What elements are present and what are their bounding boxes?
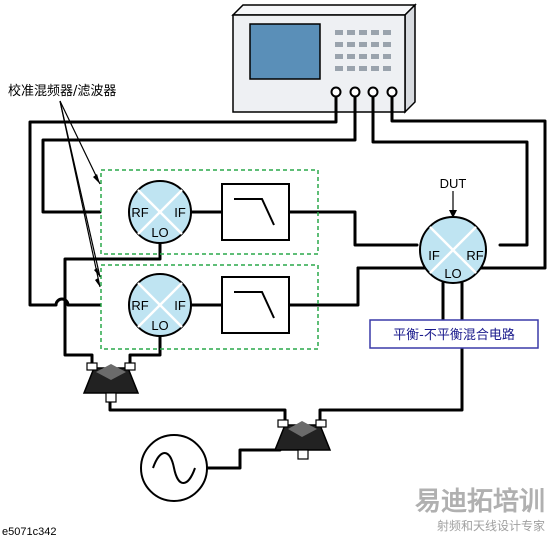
dut-label: DUT <box>440 176 467 191</box>
watermark-sub: 射频和天线设计专家 <box>437 518 545 533</box>
cable-source <box>205 448 282 470</box>
analyzer-top-face <box>231 4 417 16</box>
cable-port4 <box>356 95 547 270</box>
dut-lo-label: LO <box>444 266 461 281</box>
calibration-mixer-label: 校准混频器/滤波器 <box>8 83 116 99</box>
port-4-icon <box>386 86 398 98</box>
dut-rf-label: RF <box>466 248 483 263</box>
guide-box-1 <box>100 169 319 255</box>
cable-mixer1-lo <box>63 241 162 370</box>
cable-mixer2-lo <box>128 335 162 370</box>
port-2-icon <box>349 86 361 98</box>
analyzer-screen <box>249 23 321 80</box>
analyzer-side-face <box>404 3 416 114</box>
watermark: 易迪拓培训 射频和天线设计专家 <box>415 487 545 533</box>
cable-balun-out <box>318 346 464 427</box>
mixer-1-lo-label: LO <box>151 225 168 240</box>
mixer-2-lo-label: LO <box>151 318 168 333</box>
cable-port2 <box>41 95 357 214</box>
signal-source <box>140 434 208 502</box>
dut-if-label: IF <box>428 248 440 263</box>
cable-splitter-link <box>108 400 287 427</box>
callout-arrowheads <box>93 174 457 287</box>
balun-label: 平衡-不平衡混合电路 <box>393 327 515 343</box>
cable-filter2-out <box>287 266 360 307</box>
balun-box: 平衡-不平衡混合电路 <box>369 319 539 349</box>
cables <box>28 95 547 470</box>
dut-mixer: IF RF LO <box>419 216 487 284</box>
filter-1 <box>221 183 290 241</box>
lowpass-icon <box>234 198 275 226</box>
guide-box-2 <box>100 264 319 350</box>
cable-port3 <box>371 95 529 247</box>
mixer-1-if-label: IF <box>174 205 186 220</box>
mixer-2: RF IF LO <box>128 273 192 337</box>
mixer-2-if-label: IF <box>174 298 186 313</box>
mixer-1: RF IF LO <box>128 180 192 244</box>
cable-port1 <box>28 95 338 307</box>
mixer-1-rf-label: RF <box>131 205 148 220</box>
port-3-icon <box>367 86 379 98</box>
cable-filter1-out <box>287 210 419 247</box>
filter-2 <box>221 276 290 334</box>
mixer-2-rf-label: RF <box>131 298 148 313</box>
calibration-guide-boxes <box>100 169 319 350</box>
analyzer-buttons <box>335 30 391 71</box>
watermark-main: 易迪拓培训 <box>415 487 545 517</box>
sine-wave-icon <box>152 452 196 484</box>
network-analyzer <box>231 3 417 114</box>
power-splitter-2 <box>273 419 332 460</box>
figure-id: e5071c342 <box>2 526 56 538</box>
lowpass-icon <box>234 291 275 319</box>
port-1-icon <box>330 86 342 98</box>
power-splitter-1 <box>82 362 140 403</box>
